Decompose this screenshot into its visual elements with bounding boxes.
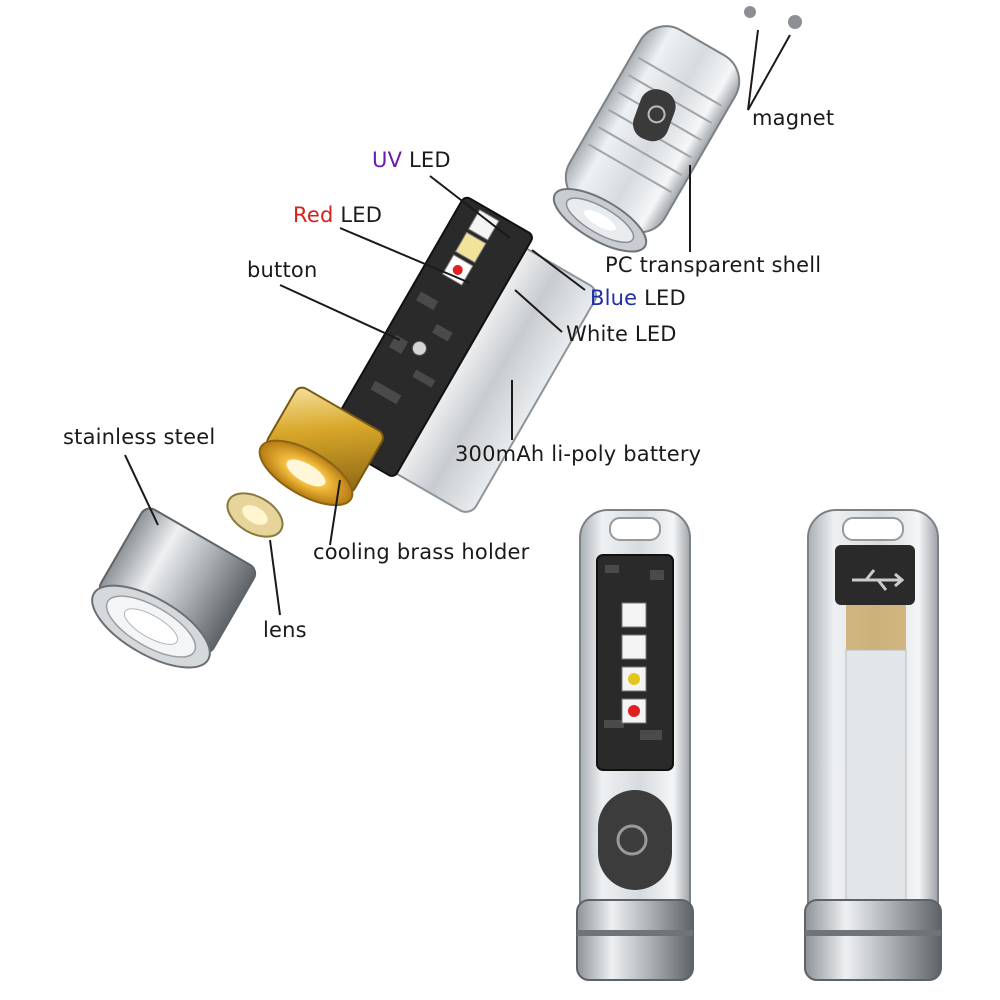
power-button-icon xyxy=(647,105,666,124)
label-lens: lens xyxy=(263,618,307,642)
front-red-led xyxy=(628,705,640,717)
label-red-rest: LED xyxy=(333,203,383,227)
pcb-and-battery xyxy=(326,196,597,513)
label-red-word: Red xyxy=(293,203,334,227)
label-blue-word: Blue xyxy=(590,286,638,310)
pc-transparent-shell xyxy=(552,25,741,253)
label-brass-holder: cooling brass holder xyxy=(313,540,530,564)
front-uv-led xyxy=(621,602,647,628)
uv-led xyxy=(468,209,500,241)
red-led xyxy=(452,264,463,275)
front-yellow-led xyxy=(628,673,640,685)
front-view-flashlight xyxy=(576,509,694,981)
front-power-button xyxy=(598,790,672,890)
label-white-led: White LED xyxy=(566,322,677,346)
usb-icon xyxy=(852,569,905,591)
label-pc-shell: PC transparent shell xyxy=(605,253,822,277)
label-blue-rest: LED xyxy=(637,286,686,310)
label-blue-led: Blue LED xyxy=(590,286,686,310)
label-magnet: magnet xyxy=(752,106,835,130)
magnet-dot-2 xyxy=(788,15,802,29)
magnet-dot-1 xyxy=(744,6,756,18)
label-battery: 300mAh li-poly battery xyxy=(455,442,702,466)
pcb-button xyxy=(411,340,427,356)
label-button: button xyxy=(247,258,318,282)
cooling-brass-holder xyxy=(258,386,384,507)
label-stainless-steel: stainless steel xyxy=(63,425,216,449)
internal-battery xyxy=(845,649,907,901)
label-uv-led: UV LED xyxy=(372,148,451,172)
white-led-chip xyxy=(455,231,487,264)
lens xyxy=(226,492,284,538)
label-uv-word: UV xyxy=(372,148,403,172)
power-button-icon xyxy=(616,824,648,856)
internal-circuit xyxy=(846,605,906,650)
usb-port-cover xyxy=(835,545,915,605)
leader-lines xyxy=(124,29,791,616)
label-red-led: Red LED xyxy=(293,203,382,227)
stainless-steel-cap xyxy=(91,507,257,669)
front-white-led xyxy=(621,634,647,660)
label-uv-rest: LED xyxy=(402,148,451,172)
back-view-flashlight xyxy=(804,509,942,981)
